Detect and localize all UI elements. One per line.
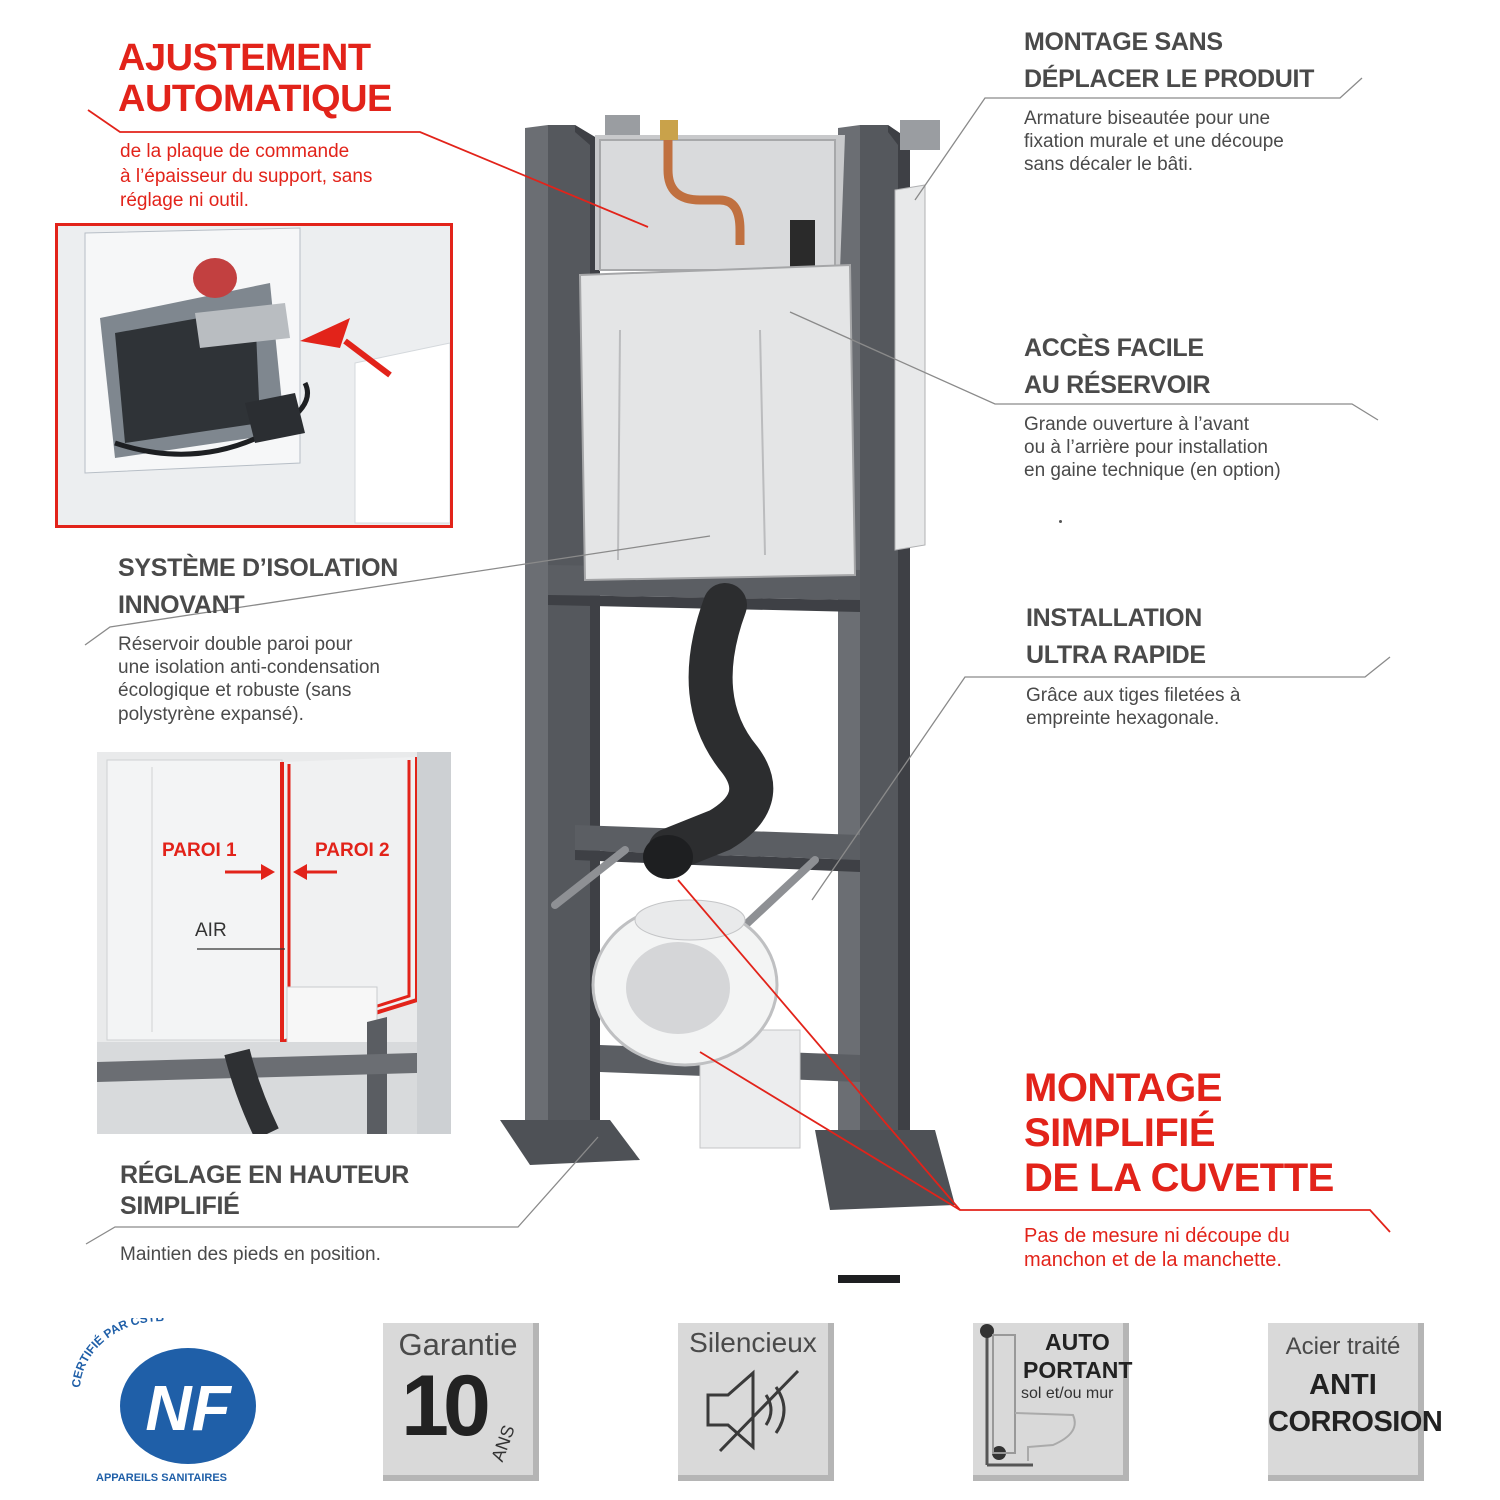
flush-pipe <box>643 583 774 879</box>
feature-isolation-text-line3: écologique et robuste (sans <box>118 680 352 702</box>
portant-label: PORTANT <box>1023 1357 1133 1383</box>
feature-isolation-text: Réservoir double paroi pour une isolatio… <box>118 633 380 726</box>
feature-cuvette-title-line2: SIMPLIFIÉ <box>1024 1110 1216 1155</box>
paroi1-label: PAROI 1 <box>162 840 237 861</box>
feature-cuvette-title-line3: DE LA CUVETTE <box>1024 1155 1334 1200</box>
garantie-label: Garantie <box>398 1327 518 1362</box>
feature-cuvette-title-line1: MONTAGE <box>1024 1066 1222 1110</box>
svg-text:NF: NF <box>145 1372 232 1444</box>
sol-mur-label: sol et/ou mur <box>1021 1385 1114 1402</box>
feature-montage-sans-title-line2: DÉPLACER LE PRODUIT <box>1024 65 1315 93</box>
paroi2-label: PAROI 2 <box>315 840 390 861</box>
garantie-badge: Garantie 10 ANS <box>383 1323 539 1481</box>
feature-isolation-text-line1: Réservoir double paroi pour <box>118 634 353 655</box>
feature-isolation-title-line2: INNOVANT <box>118 591 245 619</box>
feature-ajustement-text-line3: réglage ni outil. <box>120 190 249 212</box>
feature-installation: INSTALLATION ULTRA RAPIDE <box>1026 600 1206 674</box>
feature-montage-sans-title-line1: MONTAGE SANS <box>1024 28 1223 56</box>
feature-acces-title-line2: AU RÉSERVOIR <box>1024 371 1211 399</box>
muted-speaker-icon <box>706 1369 800 1453</box>
threaded-rods <box>551 846 819 934</box>
feature-installation-title-line2: ULTRA RAPIDE <box>1026 641 1206 669</box>
silencieux-badge: Silencieux <box>678 1323 834 1481</box>
cistern-tank <box>578 120 926 582</box>
feature-montage-sans-text-line2: fixation murale et une découpe <box>1024 131 1284 153</box>
feature-reglage-title-line1: RÉGLAGE EN HAUTEUR <box>120 1161 410 1189</box>
wall-floor-icon <box>980 1324 1076 1467</box>
auto-label: AUTO <box>1045 1329 1110 1355</box>
air-label: AIR <box>195 920 227 941</box>
feature-cuvette-text: Pas de mesure ni découpe du manchon et d… <box>1024 1224 1290 1273</box>
feature-reglage-text: Maintien des pieds en position. <box>120 1243 381 1266</box>
inset-double-wall: PAROI 1 PAROI 2 AIR <box>97 752 451 1134</box>
feature-montage-sans: MONTAGE SANS DÉPLACER LE PRODUIT <box>1024 24 1314 98</box>
feature-acces-title-line1: ACCÈS FACILE <box>1024 334 1204 362</box>
feature-isolation-text-line4: polystyrène expansé). <box>118 703 304 725</box>
feature-ajustement-text-line1: de la plaque de commande <box>120 141 350 162</box>
auto-portant-badge: AUTO PORTANT sol et/ou mur <box>973 1323 1133 1481</box>
feature-acces-text-line1: Grande ouverture à l’avant <box>1024 414 1249 435</box>
bowl-connector <box>591 899 801 1149</box>
feature-acces-text-line2: ou à l’arrière pour installation <box>1024 437 1268 459</box>
feature-installation-text: Grâce aux tiges filetées à empreinte hex… <box>1026 684 1240 730</box>
feature-reglage-text-line1: Maintien des pieds en position. <box>120 1244 381 1265</box>
inset-control-plate <box>55 223 453 528</box>
feature-reglage-title-line2: SIMPLIFIÉ <box>120 1192 240 1221</box>
feature-isolation-text-line2: une isolation anti-condensation <box>118 657 380 679</box>
feature-cuvette-text-line1: Pas de mesure ni découpe du <box>1024 1225 1290 1247</box>
feature-isolation: SYSTÈME D’ISOLATION INNOVANT <box>118 550 398 624</box>
garantie-years: 10 <box>401 1358 491 1454</box>
feature-ajustement: AJUSTEMENT AUTOMATIQUE <box>118 37 392 121</box>
acier-badge: Acier traité ANTI CORROSION <box>1268 1323 1443 1481</box>
feature-ajustement-title-line2: AUTOMATIQUE <box>118 78 392 121</box>
feature-reglage: RÉGLAGE EN HAUTEUR SIMPLIFIÉ <box>120 1160 409 1223</box>
feature-montage-sans-text: Armature biseautée pour une fixation mur… <box>1024 107 1284 177</box>
feature-montage-sans-text-line3: sans décaler le bâti. <box>1024 154 1193 176</box>
feature-cuvette-text-line2: manchon et de la manchette. <box>1024 1249 1282 1272</box>
leader-lines <box>84 77 1391 1245</box>
feature-installation-text-line1: Grâce aux tiges filetées à <box>1026 685 1241 706</box>
nf-bottom-text: APPAREILS SANITAIRES <box>96 1472 227 1484</box>
feature-installation-text-line2: empreinte hexagonale. <box>1026 708 1220 730</box>
feature-installation-title-line1: INSTALLATION <box>1026 604 1203 632</box>
corrosion-label: CORROSION <box>1268 1406 1443 1438</box>
feature-acces-text-line3: en gaine technique (en option) <box>1024 460 1281 482</box>
feature-isolation-title-line1: SYSTÈME D’ISOLATION <box>118 554 398 582</box>
product-illustration <box>500 115 955 1283</box>
feature-montage-sans-text-line1: Armature biseautée pour une <box>1024 108 1271 129</box>
anti-label: ANTI <box>1309 1369 1377 1401</box>
feature-acces: ACCÈS FACILE AU RÉSERVOIR <box>1024 330 1211 404</box>
feature-cuvette: MONTAGE SIMPLIFIÉ DE LA CUVETTE <box>1024 1066 1334 1200</box>
double-wall-drawing <box>97 752 451 1134</box>
stray-dot <box>1059 520 1062 523</box>
nf-certification-badge: CERTIFIÉ PAR CSTB NF APPAREILS SANITAIRE… <box>62 1318 262 1493</box>
feature-acces-text: Grande ouverture à l’avant ou à l’arrièr… <box>1024 413 1281 483</box>
feature-ajustement-text: de la plaque de commande à l’épaisseur d… <box>120 140 372 214</box>
acier-label: Acier traité <box>1285 1333 1401 1360</box>
nf-logo-icon: CERTIFIÉ PAR CSTB NF <box>69 1318 256 1464</box>
feature-ajustement-title-line1: AJUSTEMENT <box>118 37 371 79</box>
feature-ajustement-text-line2: à l’épaisseur du support, sans <box>120 165 373 187</box>
silencieux-label: Silencieux <box>689 1327 817 1358</box>
